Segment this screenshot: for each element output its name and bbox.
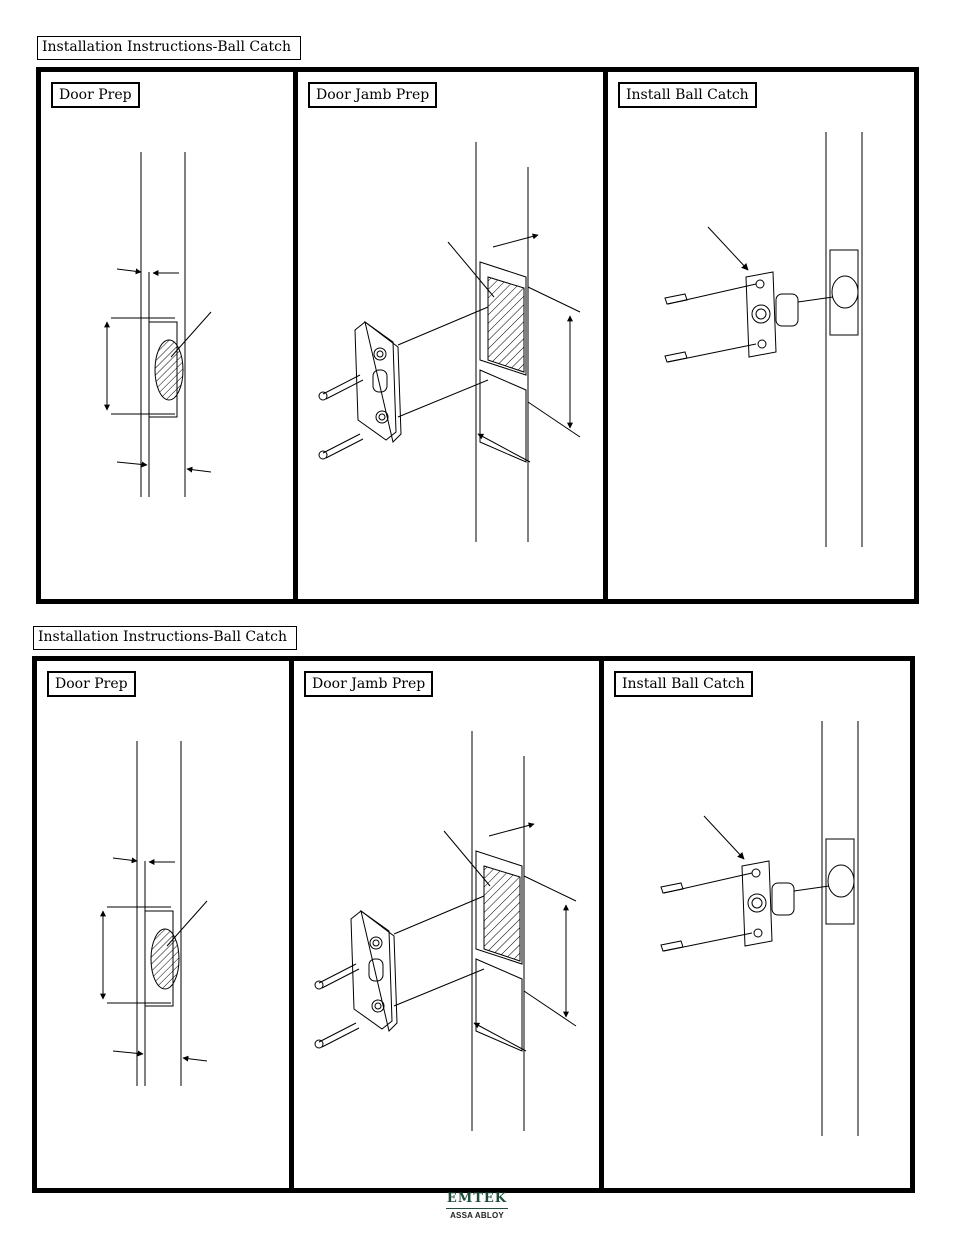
brand-name: EMTEK — [446, 1192, 508, 1209]
install-ball-catch-diagram — [664, 132, 863, 547]
install-ball-catch-label: Install Ball Catch — [618, 82, 757, 108]
emtek-logo: EMTEK ASSA ABLOY — [446, 1192, 508, 1220]
door-prep-label: Door Prep — [47, 671, 136, 697]
door-jamb-prep-label: Door Jamb Prep — [308, 82, 438, 108]
door-jamb-prep-panel: Door Jamb Prep — [293, 72, 603, 599]
door-prep-diagram — [100, 741, 208, 1086]
install-ball-catch-panel: Install Ball Catch — [603, 72, 914, 599]
install-ball-catch-label: Install Ball Catch — [614, 671, 753, 697]
install-ball-catch-diagram — [660, 721, 859, 1136]
door-prep-panel: Door Prep — [37, 661, 294, 1188]
door-jamb-prep-label: Door Jamb Prep — [304, 671, 434, 697]
door-jamb-prep-diagram — [318, 142, 581, 542]
door-jamb-prep-diagram — [314, 731, 577, 1131]
install-ball-catch-panel: Install Ball Catch — [599, 661, 910, 1188]
section-1-title: Installation Instructions-Ball Catch — [37, 36, 301, 60]
door-prep-panel: Door Prep — [41, 72, 298, 599]
parent-company: ASSA ABLOY — [450, 1211, 504, 1220]
section-2-sheet: Door Prep — [32, 656, 915, 1193]
section-1-sheet: Door Prep — [36, 67, 919, 604]
door-jamb-prep-panel: Door Jamb Prep — [289, 661, 599, 1188]
section-2-title: Installation Instructions-Ball Catch — [33, 626, 297, 650]
door-prep-label: Door Prep — [51, 82, 140, 108]
door-prep-diagram — [104, 152, 212, 497]
